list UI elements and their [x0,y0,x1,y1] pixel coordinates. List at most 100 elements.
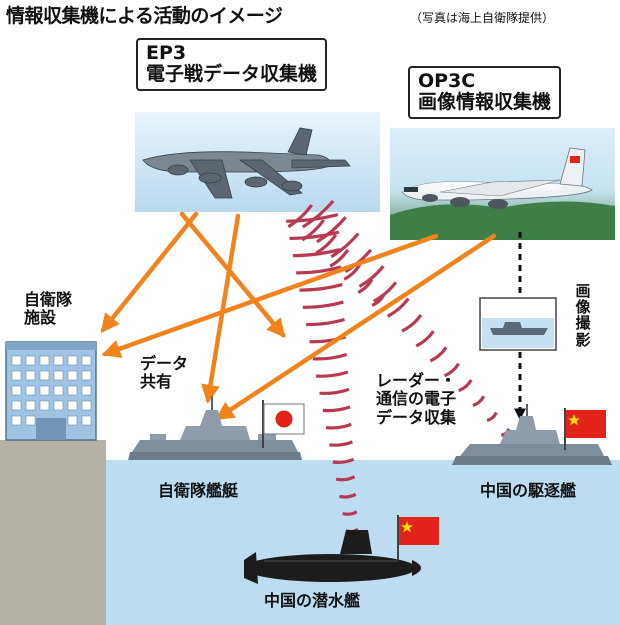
building-window [11,400,22,411]
signal-wave-to-destroyer [472,395,486,408]
ep3-aircraft [142,127,351,199]
signal-wave-short [357,278,374,294]
facility-label-line2: 施設 [24,308,57,328]
ep3-role: 電子戦データ収集機 [146,63,318,86]
op3c-aircraft [401,147,593,209]
building-window [11,415,22,426]
signal-wave-short [343,263,362,281]
signal-wave-to-destroyer [358,265,385,288]
arrow-op3c-to-facility [101,233,439,358]
building-window [81,400,92,411]
signal-wave-to-submarine [302,300,344,309]
building-window [53,385,64,396]
building-window [53,400,64,411]
building-window [11,370,22,381]
signal-wave-to-destroyer [401,313,423,333]
ep3-photo [135,112,380,212]
jsdf-ship [128,396,302,460]
imaging-char-4: 影 [575,330,591,349]
signal-wave-to-destroyer [372,281,398,303]
signal-wave-to-destroyer [429,346,448,363]
radar-line2: 通信の電子 [376,389,457,409]
signal-wave-short [329,248,350,268]
signal-wave-to-destroyer [443,362,460,378]
japan-flag [262,400,305,448]
imaging-char-1: 画 [575,282,591,300]
arrow-ep3-to-facility [100,211,199,333]
data-share-line1: データ [140,354,189,373]
signal-wave-to-submarine [299,283,343,292]
china-flag-destroyer [564,408,606,450]
data-share-line2: 共有 [140,372,173,392]
building-window [25,415,36,426]
ship-image-thumbnail [479,297,557,351]
building-window [25,355,36,366]
signal-wave-to-submarine [316,370,349,378]
signal-wave-short [301,219,326,242]
building-window [81,385,92,396]
signal-wave-to-submarine [289,230,340,241]
op3c-photo [390,128,615,240]
arrow-ep3-to-facility-far [179,211,286,338]
signal-wave-to-submarine [312,352,348,361]
submarine-label: 中国の潜水艦 [264,591,361,610]
signal-wave-to-submarine [325,422,352,430]
arrow-op3c-to-jsdf-ship [214,233,497,421]
chinese-destroyer [452,404,612,465]
signal-wave-to-destroyer [330,232,360,259]
building-window [67,415,78,426]
imaging-char-3: 撮 [575,314,591,333]
facility-label-line1: 自衛隊 [24,290,73,309]
chinese-submarine [244,530,421,584]
building-window [25,370,36,381]
ep3-label-box: EP3 電子戦データ収集機 [136,38,328,91]
destroyer-label: 中国の駆逐艦 [480,481,577,500]
building-window [11,355,22,366]
radar-signal-waves [286,199,511,534]
imaging-label: 画 像 撮 影 [574,283,592,348]
signal-wave-short [287,204,313,229]
radar-collection-label: レーダー・ 通信の電子 データ収集 [376,371,457,427]
imaging-char-2: 像 [575,298,591,317]
china-flag-submarine [397,515,439,560]
photo-credit: （写真は海上自衛隊提供） [410,11,555,25]
signal-wave-to-submarine [322,405,351,413]
building-window [39,400,50,411]
ep3-name: EP3 [146,42,187,64]
signal-wave-to-submarine [306,317,345,327]
building-window [25,385,36,396]
signal-wave-to-destroyer [486,411,498,422]
signal-wave-to-submarine [332,457,355,465]
building-window [39,355,50,366]
signal-wave-to-submarine [319,387,350,395]
signal-wave-to-submarine [329,440,353,447]
signal-wave-to-submarine [335,475,356,482]
signal-wave-to-destroyer [415,330,435,348]
data-share-label: データ 共有 [140,354,189,392]
arrow-ep3-to-jsdf-ship [201,213,241,404]
building-window [53,370,64,381]
radar-line1: レーダー・ [376,371,457,390]
diagram-title: 情報収集機による活動のイメージ [6,5,283,27]
signal-wave-to-submarine [339,492,357,499]
land [0,440,106,625]
building-window [81,355,92,366]
building-window [81,370,92,381]
building-window [25,400,36,411]
building-window [67,370,78,381]
op3c-name: OP3C [418,70,476,92]
building-window [67,400,78,411]
signal-wave-to-destroyer [316,216,347,244]
signal-wave-to-submarine [296,265,342,275]
signal-wave-short [371,293,386,307]
signal-wave-to-submarine [342,510,358,516]
signal-wave-to-destroyer [458,379,473,393]
building-window [67,355,78,366]
signal-wave-to-destroyer [387,297,410,318]
data-flow-arrows [100,211,497,421]
op3c-label-box: OP3C 画像情報収集機 [408,66,562,119]
building-window [39,370,50,381]
signal-wave-short [315,233,338,255]
facility-label: 自衛隊 施設 [24,290,73,328]
